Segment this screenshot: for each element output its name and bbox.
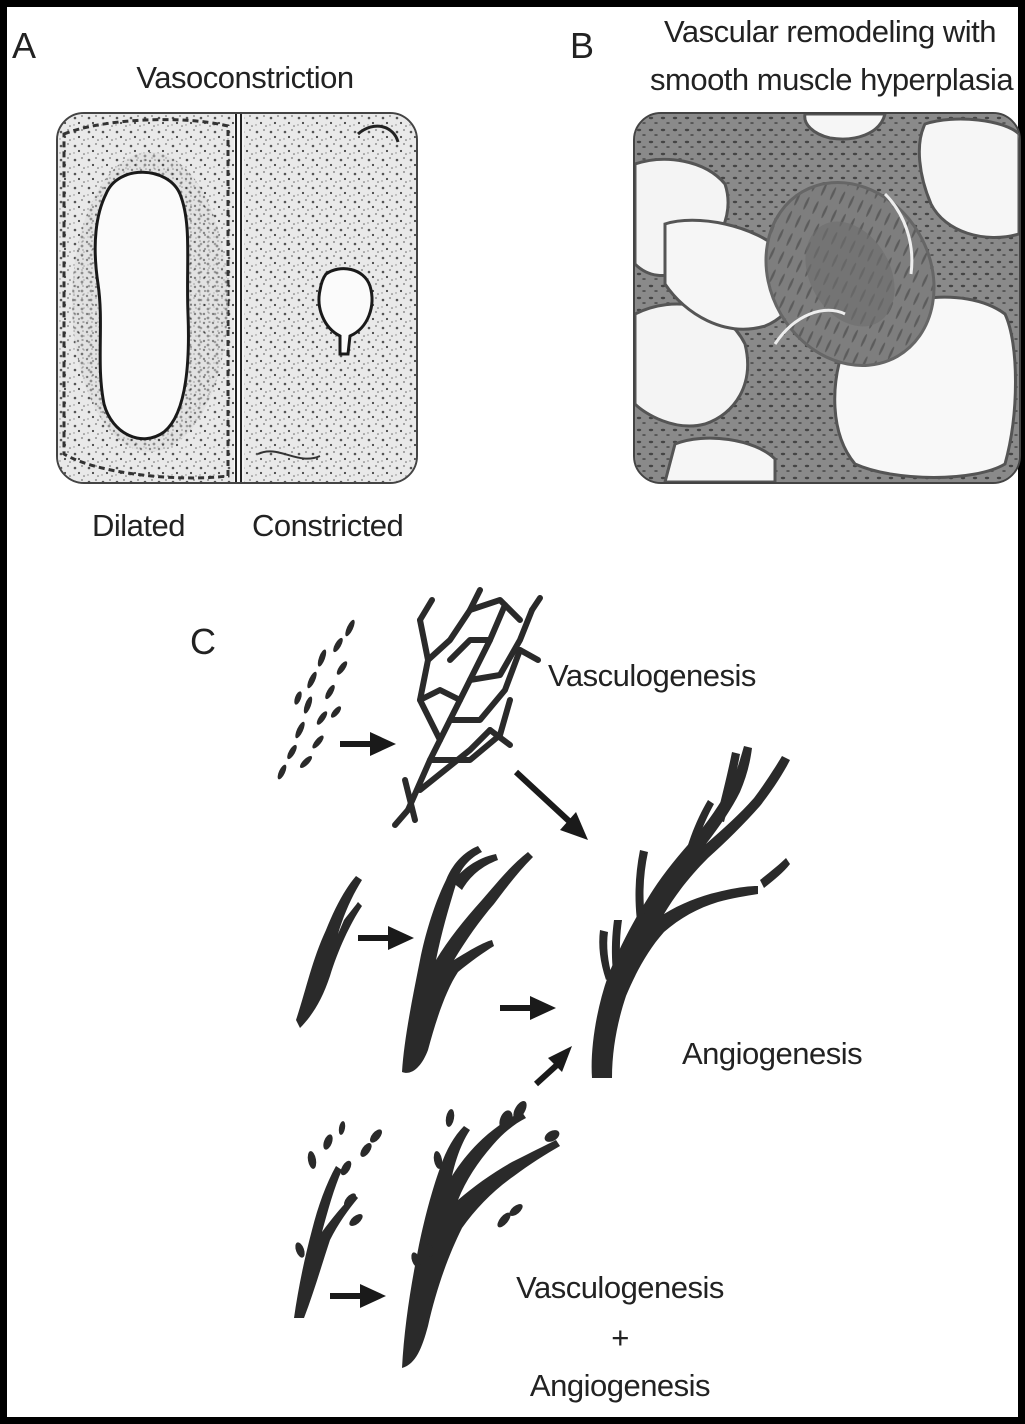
budding-vessel xyxy=(294,1121,385,1318)
arrow-plexus-to-tree xyxy=(516,772,588,840)
sprouting-vessel xyxy=(296,876,362,1028)
arrow-combined-to-tree xyxy=(536,1046,572,1084)
vasculogenesis-label: Vasculogenesis xyxy=(548,660,756,691)
branching-vessel xyxy=(402,846,533,1073)
combo-label-line1: Vasculogenesis xyxy=(500,1272,740,1303)
arrow-branch-to-tree xyxy=(500,996,556,1020)
combo-label-plus: + xyxy=(500,1322,740,1353)
angiogenesis-label: Angiogenesis xyxy=(682,1038,862,1069)
arrow-sprout-to-branch xyxy=(358,926,414,950)
primitive-plexus xyxy=(395,590,540,825)
arrow-cells-to-plexus xyxy=(340,732,396,756)
mature-vessel-tree xyxy=(592,746,790,1078)
combo-label-line2: Angiogenesis xyxy=(500,1370,740,1401)
angioblast-cluster xyxy=(276,619,357,781)
arrow-buds-to-combined xyxy=(330,1284,386,1308)
